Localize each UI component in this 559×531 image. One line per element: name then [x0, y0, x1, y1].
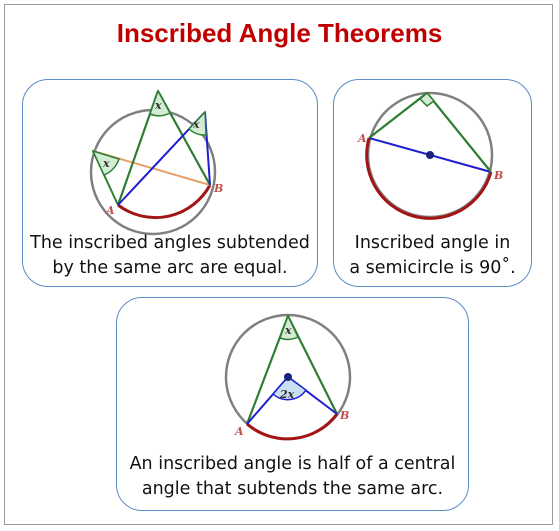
- caption-line-2: by the same arc are equal.: [52, 258, 288, 278]
- panel-semicircle: A B Inscribed angle in a semicircle is 9…: [333, 79, 532, 287]
- caption-central-angle: An inscribed angle is half of a central …: [117, 452, 468, 502]
- central-angle-label: 2x: [279, 388, 295, 401]
- center-point: [426, 151, 434, 159]
- angle-mark-left: [91, 149, 120, 176]
- angle-mark-right: [187, 110, 207, 136]
- caption-line-2: a semicircle is 90˚.: [349, 258, 516, 278]
- semicircle-diagram: A B: [357, 91, 503, 220]
- angle-mark-top: [149, 89, 172, 117]
- right-angle-mark: [418, 91, 436, 107]
- central-angle-mark: [271, 375, 308, 401]
- arc-ab: [246, 413, 339, 441]
- angle-label-right: x: [192, 118, 200, 131]
- center-point: [284, 373, 292, 381]
- caption-semicircle: Inscribed angle in a semicircle is 90˚.: [334, 231, 531, 281]
- green-chord-a: [368, 92, 428, 139]
- same-arc-diagram: x x x A B: [89, 89, 223, 236]
- point-b-label: B: [339, 409, 349, 422]
- semicircle-arc: [365, 137, 493, 220]
- page-title: Inscribed Angle Theorems: [116, 18, 443, 48]
- caption-line-1: The inscribed angles subtended: [30, 233, 310, 253]
- angle-label-left: x: [102, 157, 110, 170]
- green-chord-b: [426, 92, 492, 173]
- caption-same-arc: The inscribed angles subtended by the sa…: [23, 231, 317, 281]
- point-a-label: A: [234, 425, 244, 438]
- arc-ab: [117, 184, 212, 220]
- panel-same-arc: x x x A B The inscribed angles subtended…: [22, 79, 318, 287]
- point-b-label: B: [213, 182, 223, 195]
- point-b-label: B: [493, 169, 503, 182]
- point-a-label: A: [105, 204, 115, 217]
- panel-central-angle: x 2x A B An inscribed angle is half of a…: [116, 297, 469, 511]
- angle-label-top: x: [154, 99, 162, 112]
- inscribed-angle-mark: [279, 314, 299, 341]
- point-a-label: A: [357, 132, 367, 145]
- caption-line-1: An inscribed angle is half of a central: [129, 454, 456, 474]
- caption-line-1: Inscribed angle in: [354, 233, 511, 253]
- caption-line-2: angle that subtends the same arc.: [141, 479, 444, 499]
- inscribed-angle-label: x: [284, 324, 292, 337]
- central-angle-diagram: x 2x A B: [224, 313, 352, 441]
